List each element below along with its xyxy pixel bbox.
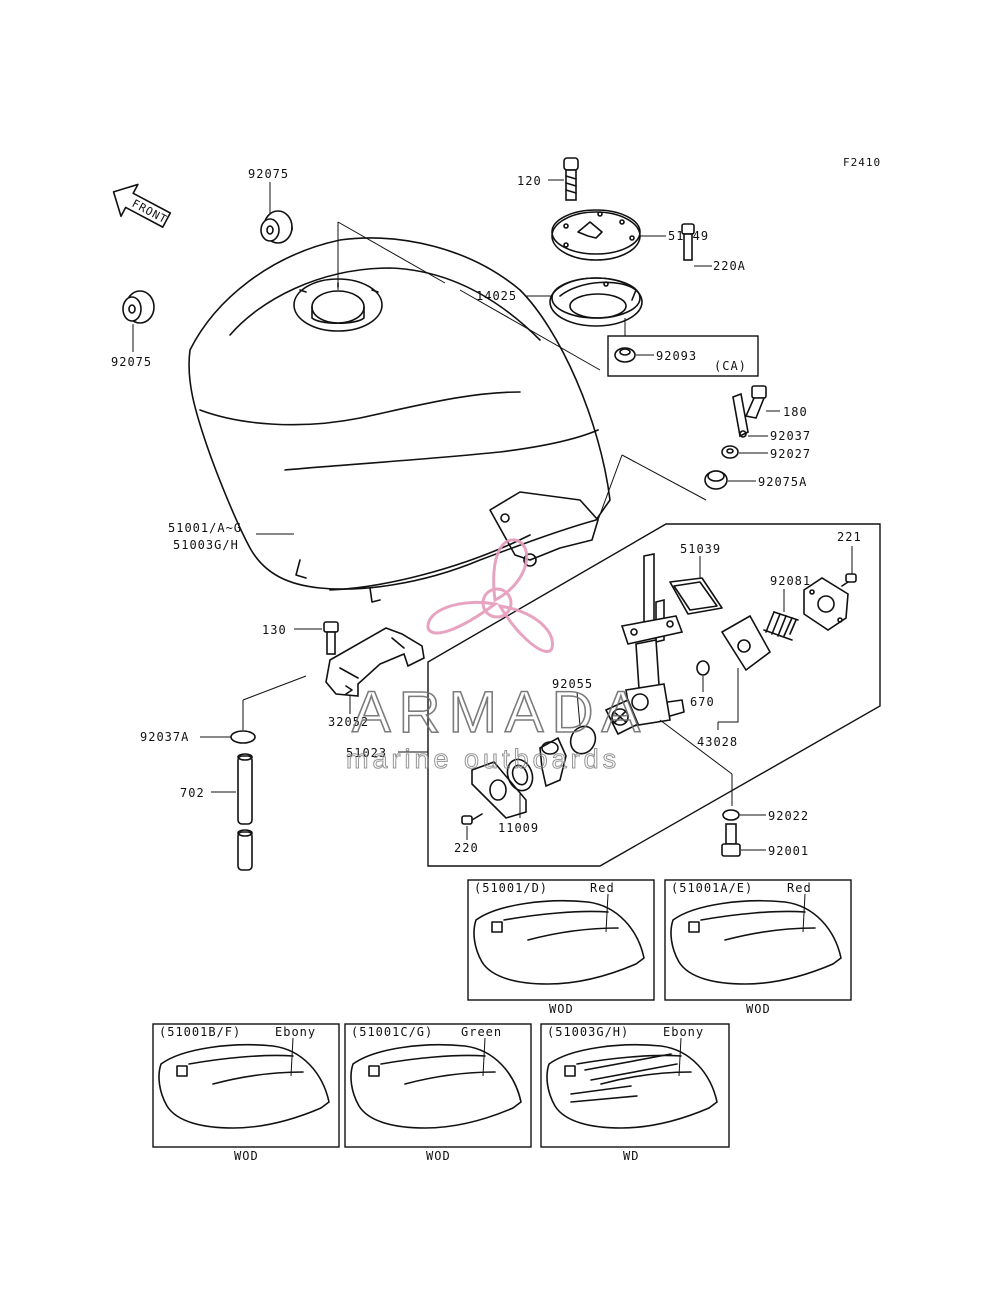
label-220A: 220A bbox=[713, 259, 746, 273]
label-120: 120 bbox=[517, 174, 542, 188]
drain-tube-92093 bbox=[614, 347, 636, 363]
variant-note: WOD bbox=[234, 1149, 259, 1163]
label-92037A: 92037A bbox=[140, 730, 189, 744]
spring-92081 bbox=[763, 611, 799, 641]
variant-color: Ebony bbox=[275, 1025, 316, 1039]
figure-code: F2410 bbox=[843, 156, 881, 169]
o-ring-92055 bbox=[569, 725, 597, 755]
label-14025: 14025 bbox=[476, 289, 517, 303]
label-221: 221 bbox=[837, 530, 862, 544]
bolt-130 bbox=[323, 621, 339, 655]
hose-702 bbox=[237, 753, 253, 871]
label-180: 180 bbox=[783, 405, 808, 419]
label-51023: 51023 bbox=[346, 746, 387, 760]
label-92075-left: 92075 bbox=[111, 355, 152, 369]
fuel-cock-body bbox=[620, 553, 685, 727]
valve-lever-part bbox=[539, 736, 567, 788]
variant-code: (51001/D) bbox=[474, 881, 548, 895]
bolt-220A bbox=[681, 223, 695, 261]
bolt-180 bbox=[744, 385, 767, 419]
variant-color: Red bbox=[787, 881, 812, 895]
label-51003: 51003G/H bbox=[173, 538, 239, 552]
variant-note: WOD bbox=[549, 1002, 574, 1016]
label-92027: 92027 bbox=[770, 447, 811, 461]
screw-221 bbox=[841, 573, 857, 587]
label-92037: 92037 bbox=[770, 429, 811, 443]
gasket-51039 bbox=[669, 577, 723, 615]
bracket-32052 bbox=[325, 627, 425, 697]
label-11009: 11009 bbox=[498, 821, 539, 835]
label-92055: 92055 bbox=[552, 677, 593, 691]
label-220: 220 bbox=[454, 841, 479, 855]
screw-220 bbox=[461, 813, 483, 825]
label-32052: 32052 bbox=[328, 715, 369, 729]
variant-code: (51001B/F) bbox=[159, 1025, 241, 1039]
label-92081: 92081 bbox=[770, 574, 811, 588]
bolt-120 bbox=[563, 157, 579, 201]
variant-color: Green bbox=[461, 1025, 502, 1039]
stay-92037 bbox=[732, 392, 749, 438]
plate-51023 bbox=[471, 761, 527, 819]
label-670: 670 bbox=[690, 695, 715, 709]
clamp-92037A bbox=[230, 730, 256, 744]
armada-watermark: ARMADA marine outboards bbox=[346, 538, 648, 775]
label-ca: (CA) bbox=[714, 359, 747, 373]
label-92075A: 92075A bbox=[758, 475, 807, 489]
washer-92022 bbox=[722, 809, 740, 821]
o-ring-670 bbox=[696, 660, 710, 676]
label-51039: 51039 bbox=[680, 542, 721, 556]
propeller-logo-icon bbox=[426, 538, 554, 653]
front-arrow-icon: FRONT bbox=[112, 183, 172, 228]
bolt-92001 bbox=[721, 823, 741, 857]
variant-note: WOD bbox=[426, 1149, 451, 1163]
cap-base-14025 bbox=[549, 277, 643, 327]
label-51001: 51001/A~G bbox=[168, 521, 242, 535]
variant-note: WOD bbox=[746, 1002, 771, 1016]
label-92001: 92001 bbox=[768, 844, 809, 858]
label-43028: 43028 bbox=[697, 735, 738, 749]
label-702: 702 bbox=[180, 786, 205, 800]
cushion-92075-left bbox=[122, 290, 155, 324]
cushion-92075A bbox=[704, 470, 728, 490]
fuel-tank-body bbox=[188, 237, 611, 603]
cushion-92075-top bbox=[260, 210, 293, 244]
watermark-tagline: marine outboards bbox=[346, 744, 620, 774]
cock-cover-plate bbox=[803, 577, 849, 631]
label-92075-top: 92075 bbox=[248, 167, 289, 181]
label-130: 130 bbox=[262, 623, 287, 637]
variant-color: Ebony bbox=[663, 1025, 704, 1039]
variant-note: WD bbox=[623, 1149, 639, 1163]
gasket-11009 bbox=[506, 758, 534, 792]
color-variant-panels: (51001/D)RedWOD(51001A/E)RedWOD(51001B/F… bbox=[152, 879, 852, 1163]
cock-lever bbox=[604, 698, 640, 736]
diaphragm-43028 bbox=[720, 614, 772, 672]
collar-92027 bbox=[721, 445, 739, 459]
watermark-brand: ARMADA bbox=[352, 680, 648, 745]
variant-code: (51003G/H) bbox=[547, 1025, 629, 1039]
variant-color: Red bbox=[590, 881, 615, 895]
fuel-cock-group-outline bbox=[427, 523, 881, 867]
ca-variant-box bbox=[607, 335, 759, 377]
label-92022: 92022 bbox=[768, 809, 809, 823]
label-92093: 92093 bbox=[656, 349, 697, 363]
variant-code: (51001A/E) bbox=[671, 881, 753, 895]
variant-code: (51001C/G) bbox=[351, 1025, 433, 1039]
filler-cap-51049 bbox=[551, 209, 641, 261]
